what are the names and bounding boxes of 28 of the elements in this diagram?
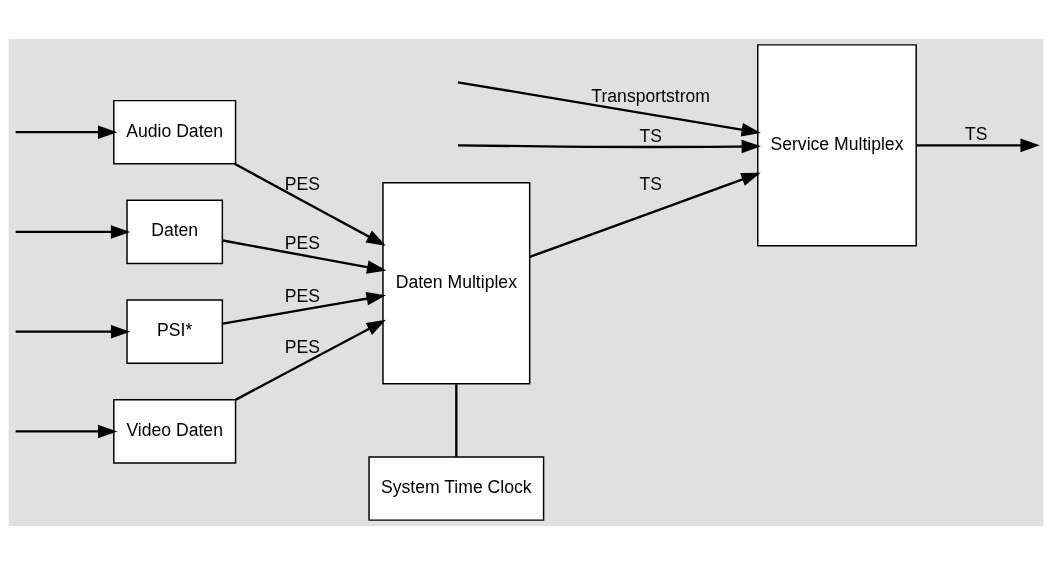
edge-label: TS [639,173,662,194]
arrow [458,139,761,153]
node-box: Daten [126,199,224,264]
connector [455,383,458,457]
arrow [15,424,118,438]
arrow [234,162,386,246]
node-box: PSI* [126,298,224,364]
edge-label: TS [639,125,662,146]
arrow [15,324,131,338]
edge-label: TS [965,123,988,144]
node-box: Service Multiplex [757,43,917,247]
edge-label: PES [284,336,320,357]
node-box: Audio Daten [113,99,237,164]
edge-label: PES [284,232,320,253]
arrow [457,80,761,136]
arrow [222,238,387,274]
node-box: Daten Multiplex [382,181,531,384]
arrow [916,138,1040,152]
node-box: System Time Clock [368,455,545,521]
edge-label: Transportstrom [591,85,710,106]
arrow [15,124,118,139]
arrow [235,319,386,401]
arrow [222,291,386,325]
edge-label: PES [284,285,320,306]
edge-label: PES [284,173,320,194]
arrow [15,224,131,239]
node-box: Video Daten [113,398,237,464]
arrow [529,172,761,258]
